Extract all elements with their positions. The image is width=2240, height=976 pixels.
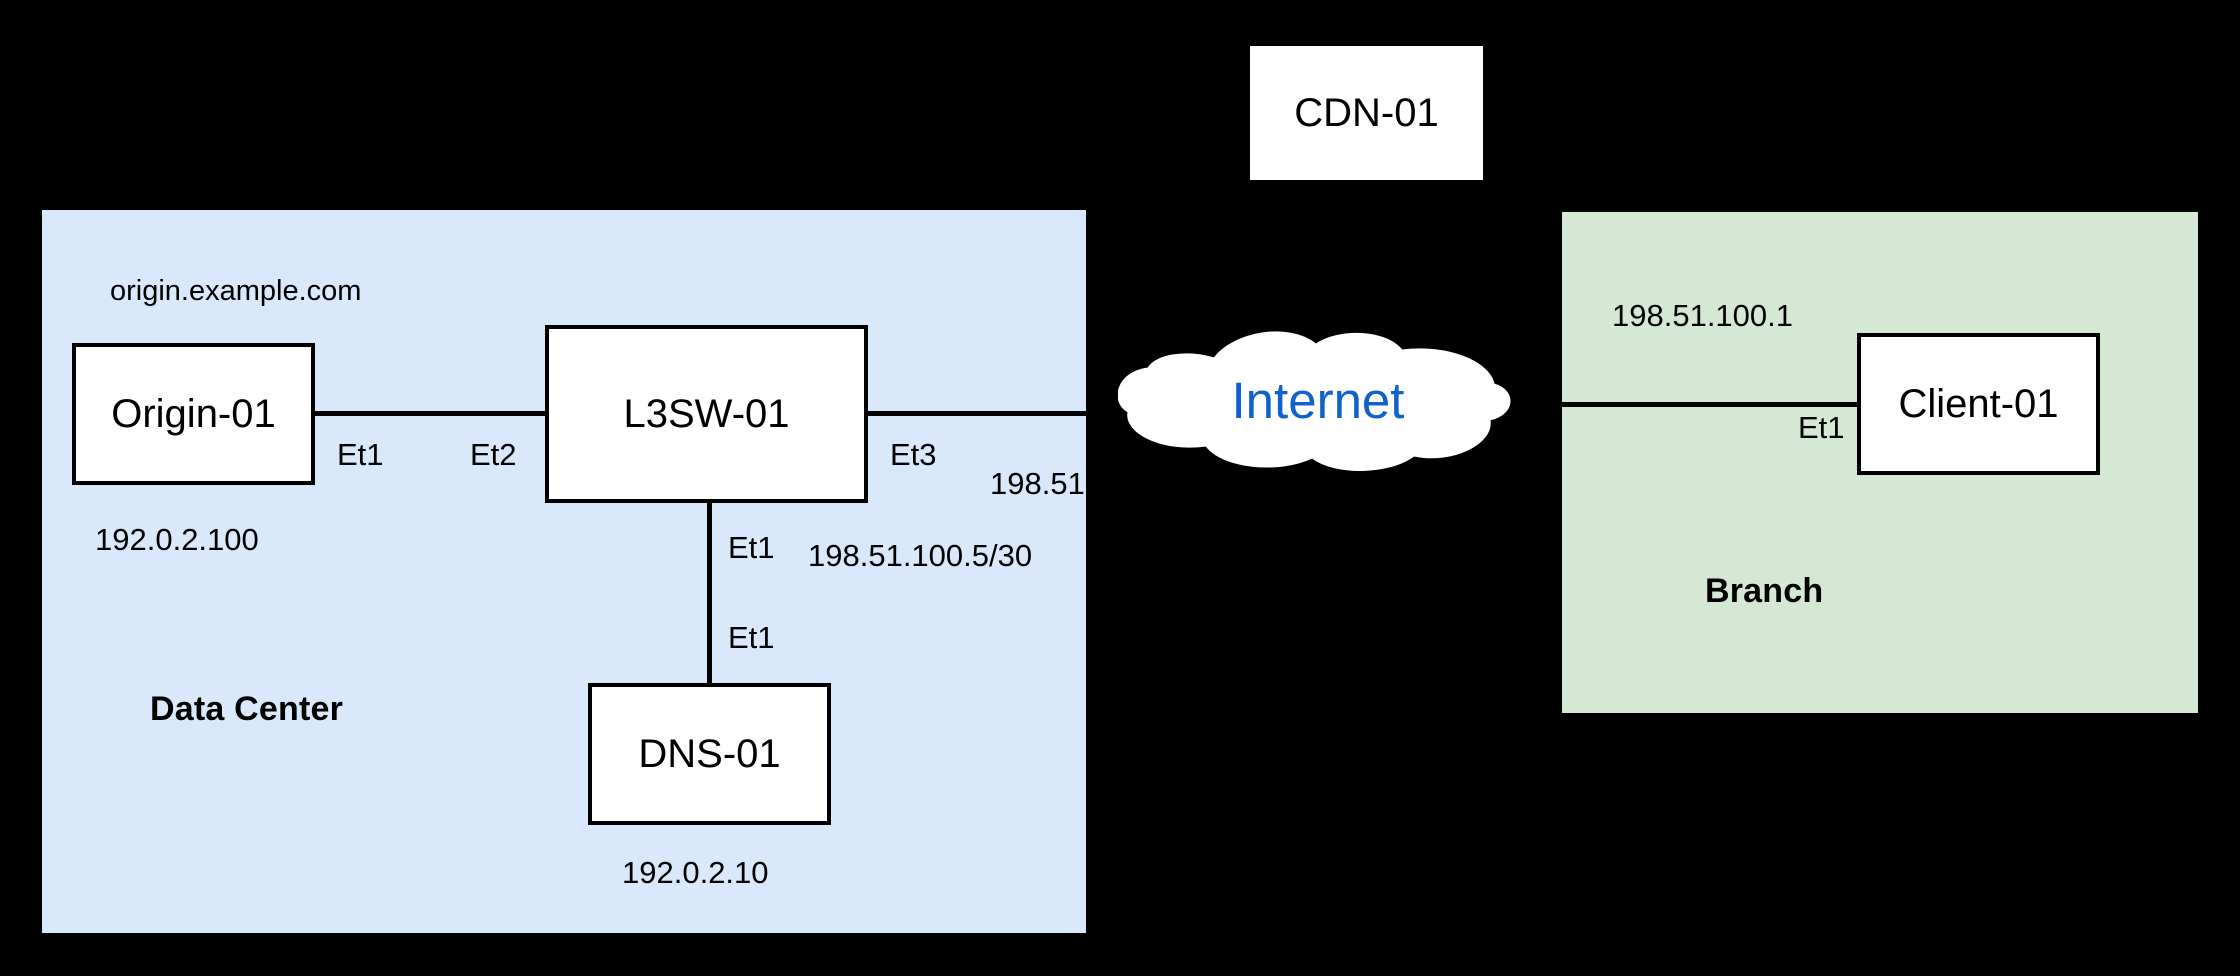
l3sw-et3-interface-label: Et3 xyxy=(890,437,937,472)
node-dns-01[interactable]: DNS-01 xyxy=(588,683,831,825)
dns-et1-interface-label: Et1 xyxy=(728,620,775,655)
zone-branch[interactable]: 198.51.100.1 Et1 Client-01 Branch xyxy=(1562,212,2198,713)
link-origin-to-l3sw xyxy=(315,411,545,416)
node-client-01[interactable]: Client-01 xyxy=(1857,333,2100,475)
link-l3sw-to-internet xyxy=(868,411,1086,416)
origin-ip-label: 192.0.2.100 xyxy=(95,522,259,557)
node-cdn-01[interactable]: CDN-01 xyxy=(1250,46,1483,180)
link-l3sw-to-dns xyxy=(707,503,712,683)
origin-fqdn-label: origin.example.com xyxy=(110,275,362,307)
zone-label-branch: Branch xyxy=(1705,572,1824,610)
client-ip-label: 198.51.100.1 xyxy=(1612,298,1794,333)
node-l3sw-01[interactable]: L3SW-01 xyxy=(545,325,868,503)
zone-data-center[interactable]: origin.example.com Origin-01 192.0.2.100… xyxy=(42,210,1086,933)
origin-et1-interface-label: Et1 xyxy=(337,437,384,472)
l3sw-et1-ip-label: 198.51.100.5/30 xyxy=(808,538,1033,573)
client-et1-interface-label: Et1 xyxy=(1798,410,1845,445)
zone-label-data-center: Data Center xyxy=(150,690,344,728)
node-origin-01[interactable]: Origin-01 xyxy=(72,343,315,485)
l3sw-et1-interface-label: Et1 xyxy=(728,530,775,565)
internet-cloud[interactable]: Internet xyxy=(1118,328,1518,473)
cloud-shape-icon xyxy=(1118,331,1511,472)
dns-ip-label: 192.0.2.10 xyxy=(622,855,769,890)
l3sw-et3-ip-label: 198.51 xyxy=(990,466,1085,501)
l3sw-et2-interface-label: Et2 xyxy=(470,437,517,472)
link-internet-to-client xyxy=(1562,402,1857,407)
